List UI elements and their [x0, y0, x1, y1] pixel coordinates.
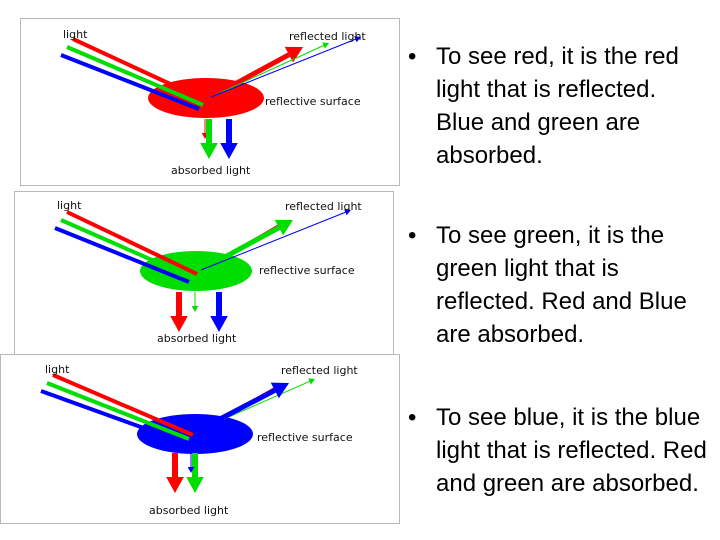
reflective-surface-label: reflective surface [257, 431, 353, 444]
reflected-green-ray-head [274, 219, 293, 236]
absorbed-blue-ray-head [220, 143, 238, 159]
incoming-green-ray [60, 218, 194, 280]
reflected-green-ray-head [322, 42, 329, 49]
bullet-marker: • [408, 43, 417, 70]
reflective-surface-label: reflective surface [265, 95, 361, 108]
bullet-green: • To see green, it is the green light th… [408, 219, 708, 351]
reflection-diagram-blue [40, 373, 315, 493]
reflected-green-ray-head [308, 378, 315, 385]
incoming-red-ray [52, 373, 194, 437]
diagram-panel-blue: light reflected light reflective surface… [0, 354, 400, 524]
reflected-blue-ray-head [270, 382, 289, 399]
diagram-panel-green: light reflected light reflective surface… [14, 191, 394, 356]
explanation-list: • To see red, it is the red light that i… [408, 0, 720, 540]
bullet-marker: • [408, 222, 417, 249]
reflective-surface-label: reflective surface [259, 264, 355, 277]
reflection-diagram-green [54, 209, 351, 332]
light-label: light [57, 199, 82, 212]
absorbed-green-ray-head [186, 477, 204, 493]
diagram-panel-red: light reflected light reflective surface… [20, 18, 400, 186]
reflected-red-ray-head [284, 46, 303, 63]
reflected-blue-ray-head [344, 209, 351, 216]
bullet-text: To see red, it is the red light that is … [436, 43, 679, 169]
reflected-red-ray-shaft [209, 52, 291, 100]
light-label: light [63, 28, 88, 41]
incoming-green-ray [66, 45, 204, 107]
bullet-text: To see green, it is the green light that… [436, 222, 687, 348]
absorbed-blue-ray-head [210, 316, 228, 332]
reflected-green-ray-shaft [199, 225, 281, 273]
reflected-blue-ray-shaft [200, 211, 346, 271]
reflected-blue-ray-shaft [210, 38, 356, 98]
reflection-diagram-red [60, 36, 361, 159]
incoming-blue-ray [60, 53, 200, 111]
reflected-green-ray-shaft [210, 45, 324, 98]
reflected-light-label: reflected light [285, 200, 362, 213]
absorbed-green-ray-head [191, 306, 199, 312]
bullet-marker: • [408, 404, 417, 431]
absorbed-light-label: absorbed light [157, 332, 237, 345]
reflected-blue-ray-head [354, 36, 361, 43]
absorbed-light-label: absorbed light [171, 164, 251, 177]
reflected-light-label: reflected light [289, 30, 366, 43]
bullet-blue: • To see blue, it is the blue light that… [408, 401, 708, 500]
incoming-blue-ray [54, 226, 190, 284]
absorbed-green-ray-head [200, 143, 218, 159]
reflective-surface [148, 78, 264, 118]
absorbed-light-label: absorbed light [149, 504, 229, 517]
incoming-blue-ray [40, 389, 186, 445]
absorbed-blue-ray-head [187, 467, 195, 473]
reflected-blue-ray-shaft [195, 388, 276, 434]
absorbed-red-ray-head [170, 316, 188, 332]
bullet-red: • To see red, it is the red light that i… [408, 40, 708, 172]
reflected-light-label: reflected light [281, 364, 358, 377]
incoming-red-ray [66, 210, 198, 276]
bullet-text: To see blue, it is the blue light that i… [436, 404, 707, 497]
incoming-red-ray [72, 37, 208, 103]
incoming-green-ray [46, 381, 190, 441]
absorbed-red-ray-head [166, 477, 184, 493]
light-label: light [45, 363, 70, 376]
